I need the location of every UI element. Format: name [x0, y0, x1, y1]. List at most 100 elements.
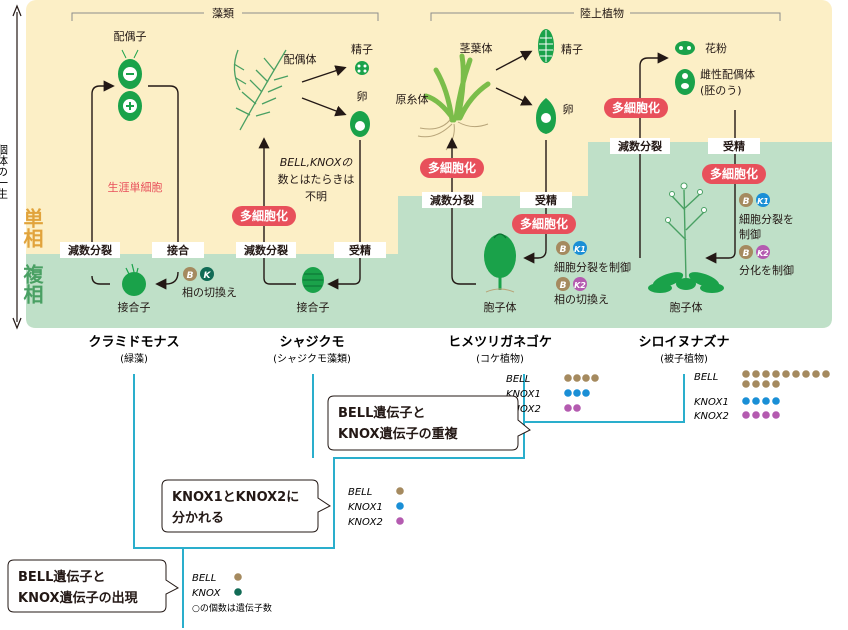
moss-knox1-badge-letter: K1 [574, 245, 586, 254]
multicellularization-label: 多細胞化 [240, 208, 288, 223]
gamete-plus-icon [118, 91, 142, 121]
arabidopsis-sporophyte-label: 胞子体 [670, 300, 703, 314]
gene-counts-arabidopsis: BELL KNOX1 KNOX2 [694, 370, 830, 422]
species-group-arabidopsis: (被子植物) [660, 352, 708, 365]
gene-dot [396, 487, 404, 495]
gene-dot [742, 370, 750, 378]
gene-dot [822, 370, 830, 378]
bell-badge-letter: B [187, 271, 194, 281]
bell-knox-note-3: 不明 [305, 190, 327, 203]
knox-badge-icon [200, 267, 214, 281]
arabidopsis-fertilization-label: 受精 [723, 139, 745, 153]
gene-dot [772, 370, 780, 378]
knox-badge-letter: K [204, 271, 212, 281]
land-plants-bracket: 陸上植物 [430, 6, 781, 21]
arabidopsis-sporophyte-multicell-label: 多細胞化 [710, 166, 758, 181]
moss-phase-switch-label: 相の切換え [554, 293, 609, 306]
gene-dot [752, 397, 760, 405]
split-line-1: KNOX1とKNOX2に [172, 490, 299, 505]
event-duplication-callout: BELL遺伝子と KNOX遺伝子の重複 [327, 395, 531, 451]
ara-knox1-badge-letter: K1 [757, 197, 769, 206]
diploid-label: 複相 [20, 263, 44, 305]
moss-sporophyte-multicell-badge [512, 214, 576, 234]
moss-sperm-label: 精子 [561, 43, 583, 56]
arabidopsis-plant-icon [648, 182, 724, 293]
gene-dot [742, 411, 750, 419]
split-bell-gene-label: BELL [348, 487, 372, 498]
ara-knox1-dots [742, 397, 780, 405]
ara-bell-dots [742, 370, 830, 388]
haploid-label: 単相 [20, 207, 44, 249]
arabidopsis-multicell-label: 多細胞化 [612, 100, 660, 115]
ara-bell-badge-letter-2: B [743, 249, 750, 259]
gene-dot [396, 517, 404, 525]
split-line-2: 分かれる [172, 510, 224, 526]
species-group-physcomitrella: (コケ植物) [476, 352, 524, 365]
moss-bell-badge-letter-2: B [560, 281, 567, 291]
gene-dot [564, 404, 572, 412]
gene-dot [742, 380, 750, 388]
moss-bell-badge-letter-1: B [560, 245, 567, 255]
moss-knox1-badge-icon [573, 241, 587, 255]
split-knox1-gene-label: KNOX1 [348, 502, 383, 513]
moss-knox2-gene-label: KNOX2 [506, 404, 541, 415]
zygote-icon [122, 263, 146, 296]
ara-bell-badge-icon-2 [739, 245, 753, 259]
gene-dot [752, 411, 760, 419]
ara-cell-division-label-1: 細胞分裂を [739, 213, 794, 226]
gene-dot [752, 380, 760, 388]
gene-dot [234, 588, 242, 596]
land-plants-group-label: 陸上植物 [580, 6, 624, 20]
split-knox1-dots [396, 502, 404, 510]
chara-cycle: 配偶体 精子 卵 BELL,KNOXの 数とはたらきは 不明 多細胞化 減数分裂… [232, 43, 386, 314]
gene-dot [762, 370, 770, 378]
moss-knox1-dots [564, 389, 590, 397]
pollen-icon [675, 41, 695, 55]
moss-bell-badge-icon [556, 241, 570, 255]
moss-bell-badge-icon-2 [556, 277, 570, 291]
arabidopsis-cycle: 花粉 雌性配偶体 (胚のう) 多細胞化 減数分裂 受精 多細胞化 [604, 41, 794, 314]
chara-sperm-icon [355, 61, 369, 75]
moss-bell-gene-label: BELL [506, 374, 530, 385]
phase-switch-label: 相の切換え [182, 286, 237, 299]
moss-knox2-badge-letter: K2 [574, 281, 586, 290]
gene-dot [772, 397, 780, 405]
moss-multicellularization-label: 多細胞化 [428, 160, 476, 175]
emergence-line-1: BELL遺伝子と [18, 569, 105, 585]
species-labels: クラミドモナス (緑藻) シャジクモ (シャジクモ藻類) ヒメツリガネゴケ (コ… [88, 334, 729, 365]
species-name-chlamydomonas: クラミドモナス [88, 335, 179, 350]
gene-dot [573, 374, 581, 382]
gene-dot [573, 404, 581, 412]
gene-dot [573, 389, 581, 397]
chara-zygote-icon [302, 267, 324, 293]
gene-dot [752, 370, 760, 378]
gene-counts-split: BELL KNOX1 KNOX2 [348, 487, 404, 528]
moss-knox2-dots [564, 404, 581, 412]
chara-gametophyte-label: 配偶体 [284, 52, 317, 66]
gene-dot [762, 397, 770, 405]
gene-dot [762, 380, 770, 388]
conjugation-label: 接合 [167, 243, 190, 257]
female-gametophyte-label-1: 雌性配偶体 [700, 67, 755, 81]
gamete-label: 配偶子 [114, 30, 147, 43]
duplication-line-1: BELL遺伝子と [338, 405, 425, 421]
chara-meiosis-label: 減数分裂 [244, 243, 288, 257]
moss-egg-icon [536, 86, 556, 134]
ara-bell-gene-label: BELL [694, 372, 718, 383]
ara-knox1-gene-label: KNOX1 [694, 397, 729, 408]
moss-sperm-icon [538, 29, 554, 63]
bell-badge-icon [183, 267, 197, 281]
gene-count-legend: ○の個数は遺伝子数 [192, 602, 272, 614]
species-group-chara: (シャジクモ藻類) [273, 352, 351, 365]
event-split-callout: KNOX1とKNOX2に 分かれる [161, 479, 331, 533]
algae-group-label: 藻類 [212, 7, 234, 20]
ara-bell-badge-letter-1: B [743, 197, 750, 207]
chara-zygote-label: 接合子 [297, 300, 330, 314]
moss-multicellularization-badge [420, 158, 484, 178]
gene-dot [591, 374, 599, 382]
gametophore-label: 茎葉体 [460, 41, 493, 55]
chara-fertilization-label: 受精 [349, 243, 371, 257]
species-name-arabidopsis: シロイヌナズナ [638, 334, 729, 350]
chara-egg-icon [350, 111, 370, 137]
egg-label: 卵 [357, 90, 368, 103]
